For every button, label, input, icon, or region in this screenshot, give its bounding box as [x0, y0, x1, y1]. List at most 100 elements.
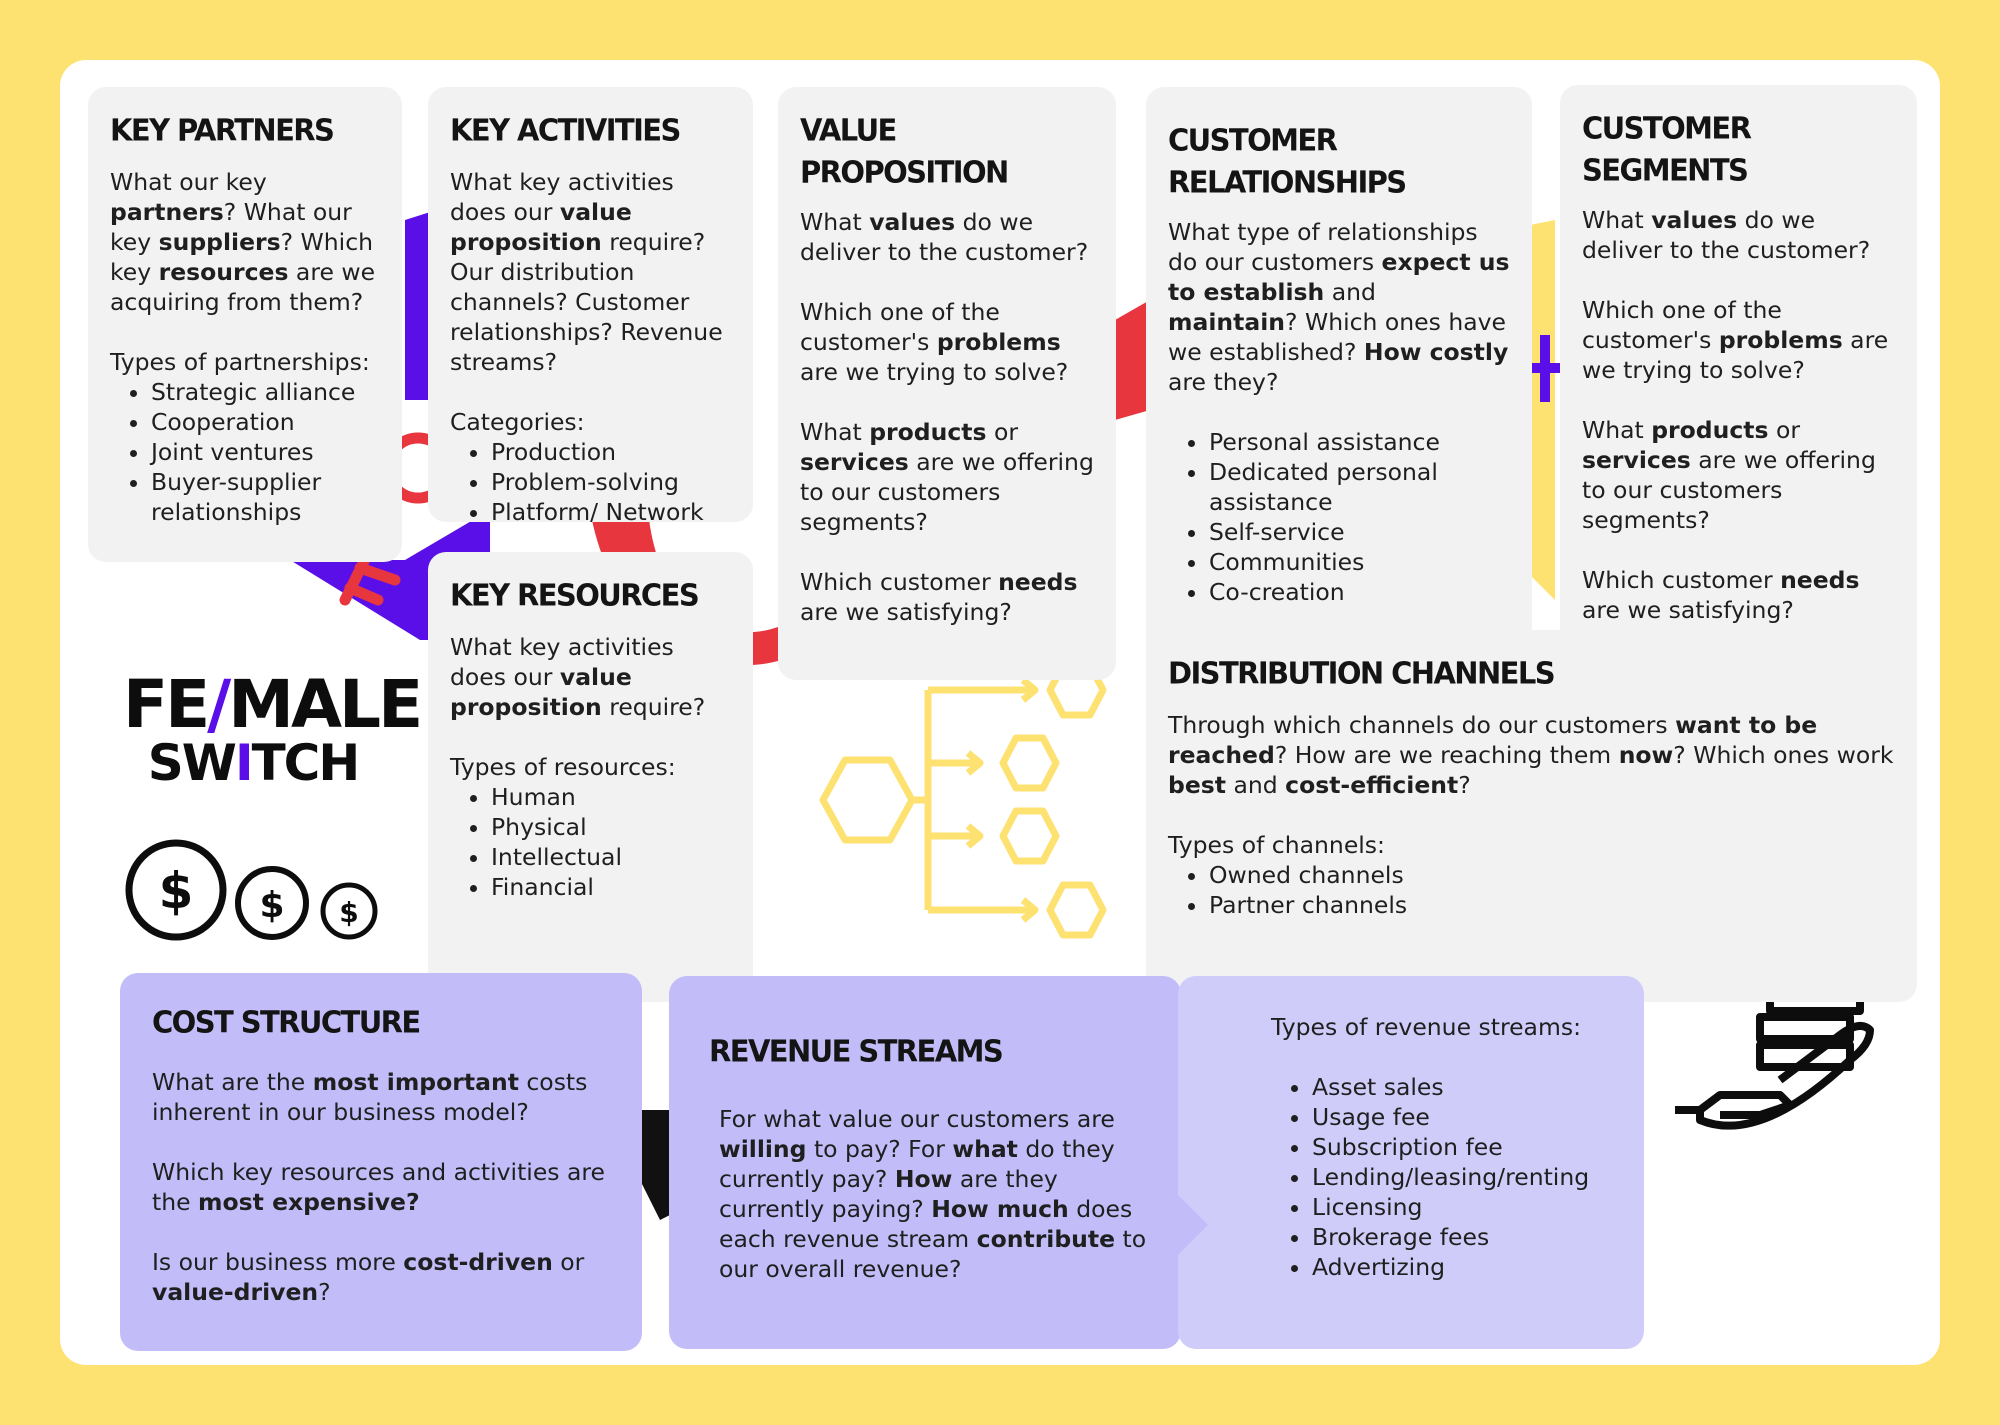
cr-bold: expect us to establish [1168, 248, 1510, 306]
customer-relationships-list: Personal assistance Dedicated personal a… [1168, 427, 1510, 607]
vp-bold: services [800, 448, 909, 476]
distribution-channels-list: Owned channels Partner channels [1168, 860, 1895, 920]
customer-segments-title: CUSTOMER SEGMENTS [1582, 110, 1752, 188]
list-item: Subscription fee [1312, 1132, 1624, 1162]
list-item: Dedicated personal assistance [1209, 457, 1510, 517]
key-resources-question: What key activities does our value propo… [450, 632, 731, 722]
cost-text: Which key resources and activities are t… [152, 1158, 606, 1216]
vp-question-4: Which customer needs are we satisfying? [800, 567, 1094, 627]
cost-bold: cost-driven [403, 1248, 553, 1276]
ka-q-text: require? Our distribution channels? Cust… [450, 228, 723, 376]
dc-text: and [1225, 771, 1286, 799]
rs-bold: willing [719, 1135, 807, 1163]
vp-text: What [800, 208, 870, 236]
list-item: Asset sales [1312, 1072, 1624, 1102]
cost-structure-card: COST STRUCTURE What are the most importa… [120, 973, 642, 1351]
list-item: Strategic alliance [151, 377, 380, 407]
cs-text: do we deliver to the customer? [1582, 206, 1871, 264]
cs-bold: problems [1718, 326, 1843, 354]
female-switch-logo: FE/MALE SWITCH [123, 672, 423, 789]
revenue-types-list: Asset sales Usage fee Subscription fee L… [1271, 1072, 1624, 1282]
cost-q2: Which key resources and activities are t… [152, 1157, 612, 1217]
logo-text-tch: TCH [251, 734, 361, 792]
ka-q-bold: value proposition [450, 198, 632, 256]
list-item: Owned channels [1209, 860, 1895, 890]
rs-bold: what [952, 1135, 1018, 1163]
cs-bold: products [1651, 416, 1769, 444]
list-item: Licensing [1312, 1192, 1624, 1222]
dc-bold: best [1168, 771, 1226, 799]
revenue-streams-title: REVENUE STREAMS [709, 1033, 1004, 1069]
hexagon-flow-icon [819, 661, 1107, 939]
vp-question-2: Which one of the customer's problems are… [800, 297, 1094, 387]
list-item: Joint ventures [151, 437, 380, 467]
key-resources-list: Human Physical Intellectual Financial [450, 782, 731, 902]
key-partners-question: What our key partners? What our key supp… [110, 167, 380, 317]
cost-bold: value-driven [152, 1278, 319, 1306]
dc-bold: cost-efficient [1285, 771, 1459, 799]
customer-relationships-title: CUSTOMER RELATIONSHIPS [1168, 122, 1407, 200]
list-item: Self-service [1209, 517, 1510, 547]
cr-text: What type of relationships do our custom… [1168, 218, 1478, 276]
yellow-strip [1530, 220, 1555, 600]
customer-relationships-card: CUSTOMER RELATIONSHIPS What type of rela… [1146, 87, 1532, 667]
distribution-channels-types-label: Types of channels: [1168, 831, 1385, 859]
rs-text: are they currently paying? [719, 1165, 1058, 1223]
revenue-question: For what value our customers are willing… [709, 1104, 1161, 1284]
kp-q-text: ? Which key [110, 228, 374, 286]
list-item: Production [491, 437, 731, 467]
cs-bold: needs [1780, 566, 1860, 594]
logo-line-2: SWITCH [123, 738, 383, 788]
kp-q-bold: partners [110, 198, 224, 226]
rs-bold: contribute [976, 1225, 1116, 1253]
logo-slash: / [207, 666, 231, 743]
list-item: Platform/ Network [491, 497, 731, 527]
kr-q-bold: value proposition [450, 663, 632, 721]
key-partners-card: KEY PARTNERS What our key partners? What… [88, 87, 402, 562]
kp-q-bold: resources [158, 258, 289, 286]
logo-text-sw: SW [147, 734, 237, 792]
key-resources-title: KEY RESOURCES [450, 577, 700, 613]
cost-text: ? [318, 1278, 331, 1306]
list-item: Intellectual [491, 842, 731, 872]
cost-q3: Is our business more cost-driven or valu… [152, 1247, 612, 1307]
cr-text: are they? [1168, 368, 1279, 396]
vp-bold: needs [998, 568, 1078, 596]
cs-bold: values [1651, 206, 1738, 234]
logo-text-fe: FE [123, 666, 210, 743]
key-activities-question: What key activities does our value propo… [450, 167, 731, 377]
cs-text: or [1768, 416, 1800, 444]
cr-bold: maintain [1168, 308, 1286, 336]
canvas-sheet: $ $ $ KEY PARTNERS What our key partners… [60, 60, 1940, 1365]
vp-text: do we deliver to the customer? [800, 208, 1089, 266]
logo-text-i: I [234, 734, 254, 792]
cs-text: What [1582, 416, 1652, 444]
key-partners-list: Strategic alliance Cooperation Joint ven… [110, 377, 380, 527]
list-item: Problem-solving [491, 467, 731, 497]
cr-text: ? Which ones have we established? [1168, 308, 1507, 366]
vp-question-3: What products or services are we offerin… [800, 417, 1094, 537]
revenue-types-label: Types of revenue streams: [1271, 1013, 1582, 1041]
cs-text: Which customer [1582, 566, 1781, 594]
revenue-streams-card: REVENUE STREAMS For what value our custo… [669, 976, 1181, 1349]
list-item: Buyer-supplier relationships [151, 467, 380, 527]
list-item: Co-creation [1209, 577, 1510, 607]
list-item: Partner channels [1209, 890, 1895, 920]
kp-q-text: What our key [110, 168, 267, 196]
dc-bold: want to be reached [1168, 711, 1818, 769]
cs-text: are we offering to our customers segment… [1582, 446, 1876, 534]
vp-text: What [800, 418, 870, 446]
dc-bold: now [1618, 741, 1674, 769]
vp-question-1: What values do we deliver to the custome… [800, 207, 1094, 267]
key-partners-title: KEY PARTNERS [110, 112, 335, 148]
dc-text: ? [1458, 771, 1471, 799]
key-resources-card: KEY RESOURCES What key activities does o… [428, 552, 753, 1002]
rs-text: to our overall revenue? [719, 1225, 1147, 1283]
dollar-coin-large-label: $ [159, 862, 194, 920]
logo-line-1: FE/MALE [123, 672, 423, 738]
value-proposition-title: VALUE PROPOSITION [800, 112, 1009, 190]
cost-q1: What are the most important costs inhere… [152, 1067, 612, 1127]
revenue-types-card: Types of revenue streams: Asset sales Us… [1178, 976, 1644, 1349]
cost-bold: most expensive? [198, 1188, 420, 1216]
dc-text: ? Which ones work [1673, 741, 1894, 769]
